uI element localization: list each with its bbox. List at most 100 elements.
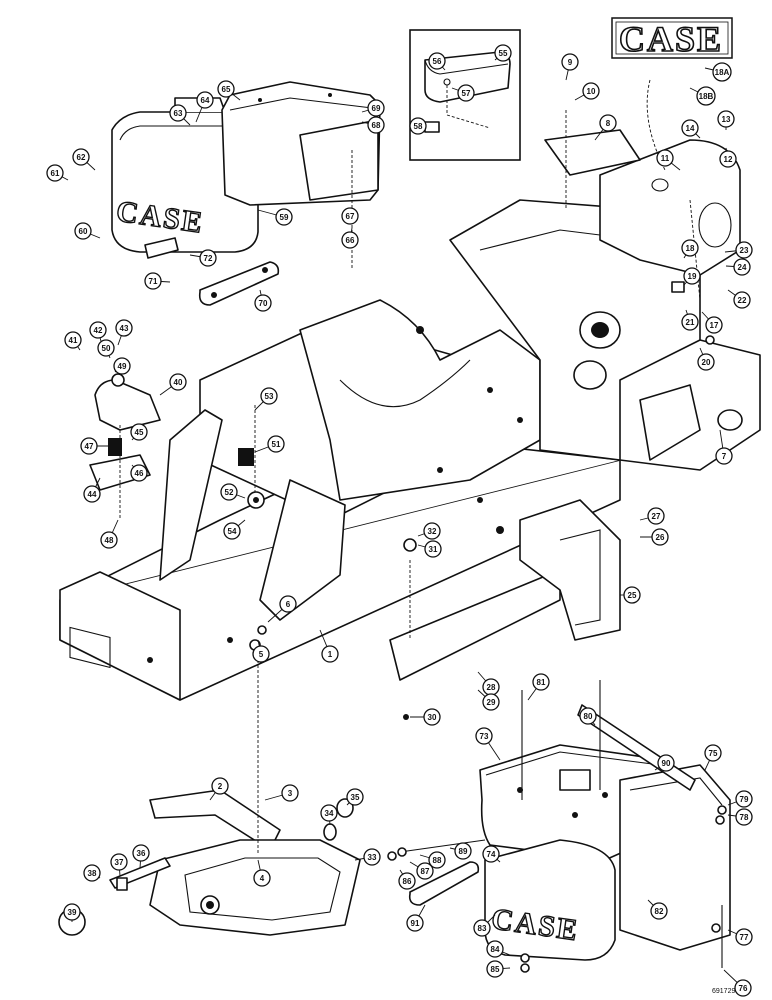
callout-number: 51	[272, 440, 281, 449]
front-weight-upper-mid	[221, 81, 381, 206]
callout-number: 4	[260, 874, 265, 883]
callout-48: 48	[100, 519, 119, 549]
callout-bubble	[74, 222, 92, 240]
callout-number: 69	[372, 104, 381, 113]
callout-79: 79	[727, 790, 753, 808]
callout-number: 80	[584, 712, 593, 721]
callout-bubble	[423, 522, 441, 540]
callout-41: 41	[64, 331, 82, 351]
callout-bubble	[733, 258, 751, 276]
callout-number: 63	[174, 109, 183, 118]
callout-bubble	[100, 531, 118, 549]
callout-22: 22	[727, 289, 751, 309]
callout-46: 46	[130, 464, 148, 482]
callout-63: 63	[169, 104, 191, 126]
callout-bubble	[735, 808, 753, 826]
callout-number: 81	[537, 678, 546, 687]
callout-57: 57	[451, 84, 475, 102]
callout-bubble	[735, 790, 753, 808]
callout-bubble	[83, 485, 101, 503]
callout-number: 18B	[699, 92, 714, 101]
callout-number: 32	[428, 527, 437, 536]
callout-81: 81	[527, 673, 550, 701]
callout-number: 46	[135, 469, 144, 478]
callout-37: 37	[110, 853, 128, 877]
callout-number: 55	[499, 49, 508, 58]
drawing-code: 691729	[712, 988, 735, 995]
callout-bubble	[735, 241, 753, 259]
callout-bubble	[494, 44, 512, 62]
callout-number: 25	[628, 591, 637, 600]
callout-78: 78	[727, 808, 753, 826]
callout-bubble	[704, 744, 722, 762]
callout-bubble	[211, 777, 229, 795]
callout-bubble	[398, 872, 416, 890]
callout-number: 18A	[715, 68, 730, 77]
callout-31: 31	[417, 540, 442, 558]
callout-67: 67	[341, 207, 359, 225]
callout-bubble	[486, 940, 504, 958]
callout-number: 12	[724, 155, 733, 164]
callout-number: 47	[85, 442, 94, 451]
callout-number: 91	[411, 919, 420, 928]
callout-86: 86	[398, 869, 416, 890]
callout-bubble	[734, 979, 752, 997]
callout-bubble	[657, 754, 675, 772]
logo-text: CASE	[619, 19, 723, 59]
callout-number: 34	[325, 809, 334, 818]
callout-21: 21	[681, 309, 699, 331]
callout-bubble	[428, 52, 446, 70]
callout-number: 84	[491, 945, 500, 954]
callout-17: 17	[701, 311, 723, 334]
callout-bubble	[83, 864, 101, 882]
callout-59: 59	[257, 208, 293, 226]
callout-number: 68	[372, 121, 381, 130]
rear-weights-lower-right: CASE	[399, 680, 731, 968]
callout-bubble	[454, 842, 472, 860]
callout-85: 85	[486, 960, 511, 978]
callout-14: 14	[681, 119, 701, 139]
callout-number: 1	[328, 650, 333, 659]
callout-38: 38	[83, 864, 101, 882]
callout-bubble	[267, 435, 285, 453]
callout-number: 52	[225, 488, 234, 497]
callout-number: 73	[480, 732, 489, 741]
callout-number: 2	[218, 782, 223, 791]
callout-number: 43	[120, 324, 129, 333]
callout-bubble	[696, 86, 716, 106]
callout-number: 74	[487, 850, 496, 859]
callout-number: 48	[105, 536, 114, 545]
callout-number: 60	[79, 227, 88, 236]
callout-number: 45	[135, 428, 144, 437]
callout-bubble	[647, 507, 665, 525]
callout-60: 60	[74, 222, 101, 240]
callout-bubble	[561, 53, 579, 71]
callout-72: 72	[189, 249, 217, 267]
callout-number: 82	[655, 907, 664, 916]
callout-76: 76	[723, 969, 752, 997]
callout-bubble	[717, 110, 735, 128]
sub-frame	[109, 789, 361, 936]
callout-number: 79	[740, 795, 749, 804]
callout-bubble	[367, 116, 385, 134]
callout-number: 54	[228, 527, 237, 536]
callout-number: 53	[265, 392, 274, 401]
callout-number: 13	[722, 115, 731, 124]
callout-51: 51	[254, 435, 285, 453]
main-frame	[59, 129, 761, 701]
callout-number: 39	[68, 908, 77, 917]
callout-bubble	[132, 844, 150, 862]
case-logo: CASE	[611, 17, 733, 60]
callout-66: 66	[341, 227, 359, 249]
callout-number: 64	[201, 96, 210, 105]
callout-45: 45	[130, 423, 148, 441]
callout-number: 86	[403, 877, 412, 886]
callout-2: 2	[209, 777, 229, 801]
callout-bubble	[63, 903, 81, 921]
callout-18b: 18B	[689, 86, 716, 106]
callout-bubble	[681, 239, 699, 257]
callout-number: 70	[259, 299, 268, 308]
callout-bubble	[341, 231, 359, 249]
callout-number: 44	[88, 490, 97, 499]
callout-73: 73	[475, 727, 501, 761]
